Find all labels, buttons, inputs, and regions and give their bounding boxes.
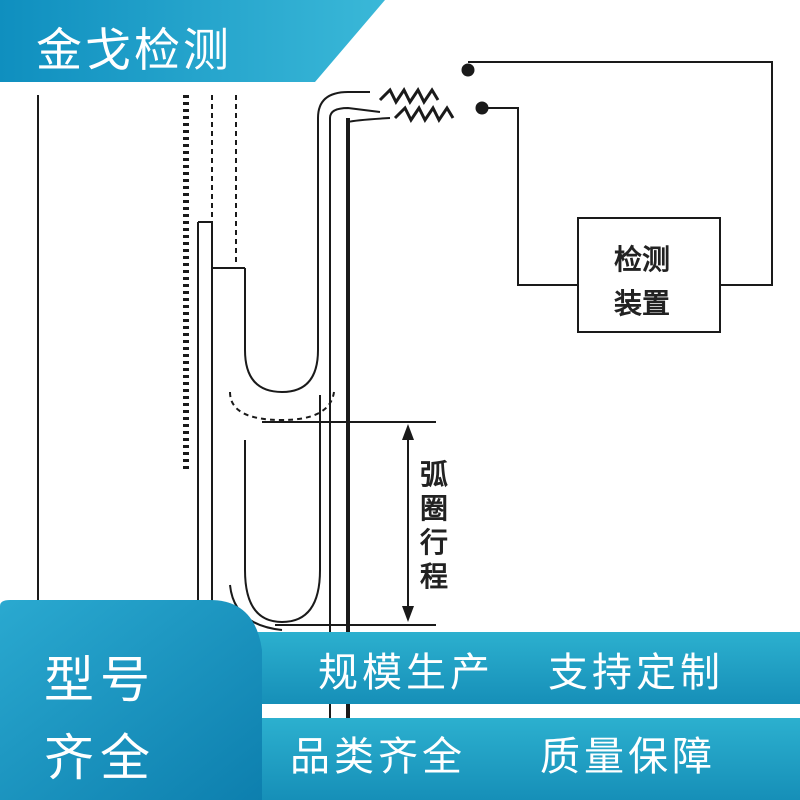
device-label-line2: 装置 xyxy=(614,287,671,320)
brand-name: 金戈检测 xyxy=(36,23,232,77)
moving-contact-upper xyxy=(244,91,370,394)
conductor-bend xyxy=(329,106,381,119)
slogan-full-range: 品类齐全 xyxy=(290,734,466,780)
slogan-quality-assured: 质量保障 xyxy=(540,734,716,780)
wire-coil xyxy=(378,87,440,105)
moving-contact-ghost xyxy=(229,584,283,631)
conductor-bend xyxy=(347,117,391,123)
terminal-dot xyxy=(475,101,489,115)
slogan-scale-production: 规模生产 xyxy=(318,650,494,696)
terminal-dot xyxy=(461,63,475,77)
moving-contact-ghost xyxy=(229,391,335,422)
circuit-wire xyxy=(468,61,773,286)
dimension-arrow-down xyxy=(402,606,414,622)
arc-travel-label: 弧圈行程 xyxy=(420,458,449,593)
circuit-wire xyxy=(488,107,578,286)
wire-coil xyxy=(393,105,455,123)
moving-contact-lower xyxy=(244,395,321,624)
side-badge-line1: 型号 xyxy=(44,651,156,709)
dimension-arrow-up xyxy=(402,424,414,440)
device-label-line1: 检测 xyxy=(614,243,671,276)
detection-device-box xyxy=(577,217,721,333)
side-badge-line2: 齐全 xyxy=(44,729,156,787)
slogan-custom-support: 支持定制 xyxy=(548,650,724,696)
